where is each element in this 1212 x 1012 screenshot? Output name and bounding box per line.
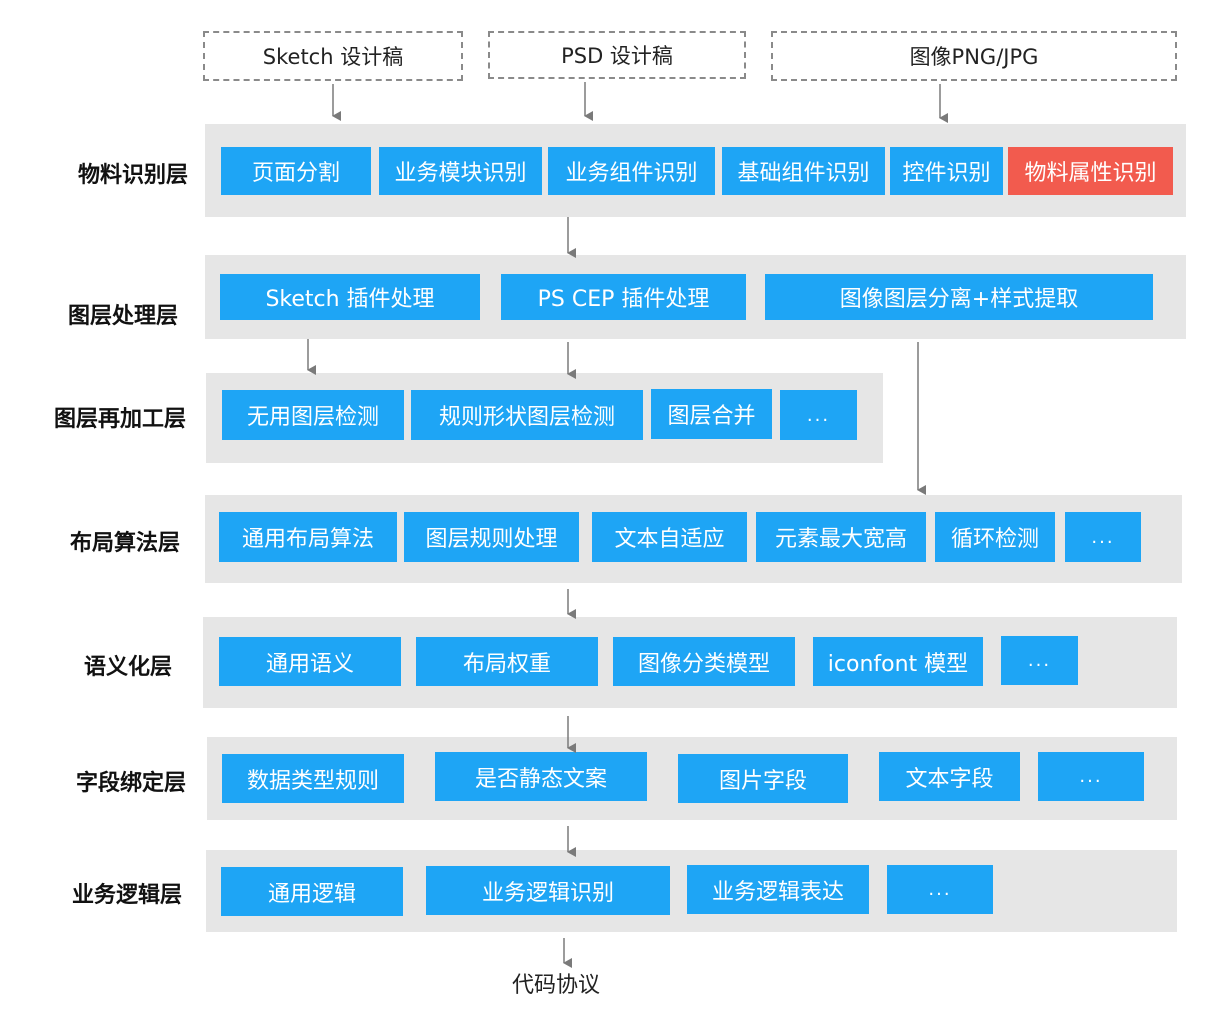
source-sketch: Sketch 设计稿 [203,31,463,81]
chip-general-semantic: 通用语义 [219,637,401,686]
layer-label-layout: 布局算法层 [69,531,180,556]
layer-label-semantic: 语义化层 [83,655,172,680]
chip-more-layout: ... [1065,512,1141,562]
chip-useless-layer: 无用图层检测 [222,390,404,440]
chip-image-classification: 图像分类模型 [613,637,795,686]
chip-static-text: 是否静态文案 [435,752,647,801]
layer-label-field-binding: 字段绑定层 [75,771,186,796]
chip-data-type-rule: 数据类型规则 [222,754,404,803]
chip-text-field: 文本字段 [879,752,1020,801]
chip-business-logic-expression: 业务逻辑表达 [687,865,869,914]
chip-more-field: ... [1038,752,1144,801]
chip-image-field: 图片字段 [678,754,848,803]
chip-business-component: 业务组件识别 [548,147,715,195]
chip-general-logic: 通用逻辑 [221,867,403,916]
chip-more-reprocessing: ... [780,390,857,440]
layer-label-material: 物料识别层 [77,163,188,188]
source-psd: PSD 设计稿 [488,31,746,79]
chip-element-max-size: 元素最大宽高 [756,512,926,562]
chip-ps-cep-plugin: PS CEP 插件处理 [501,274,746,320]
chip-text-adaptive: 文本自适应 [592,512,747,562]
chip-iconfont-model: iconfont 模型 [813,637,983,686]
layer-label-layer-reprocessing: 图层再加工层 [53,407,186,432]
layer-label-layer-processing: 图层处理层 [67,304,178,329]
chip-page-split: 页面分割 [221,147,371,195]
layer-label-business-logic: 业务逻辑层 [71,883,182,908]
chip-business-logic-recognition: 业务逻辑识别 [426,866,670,915]
chip-material-attribute: 物料属性识别 [1008,147,1173,195]
chip-image-layer-split: 图像图层分离+样式提取 [765,274,1153,320]
chip-more-semantic: ... [1001,636,1078,685]
source-image: 图像PNG/JPG [771,31,1177,81]
chip-more-logic: ... [887,865,993,914]
chip-layer-merge: 图层合并 [651,389,772,439]
output-code-protocol: 代码协议 [512,973,601,998]
chip-layout-weight: 布局权重 [416,637,598,686]
chip-business-module: 业务模块识别 [379,147,542,195]
chip-regular-shape: 规则形状图层检测 [411,390,643,440]
chip-control: 控件识别 [890,147,1003,195]
chip-loop-detection: 循环检测 [935,512,1055,562]
chip-general-layout: 通用布局算法 [219,512,397,562]
chip-layer-rule: 图层规则处理 [404,512,579,562]
chip-sketch-plugin: Sketch 插件处理 [220,274,480,320]
chip-base-component: 基础组件识别 [722,147,885,195]
